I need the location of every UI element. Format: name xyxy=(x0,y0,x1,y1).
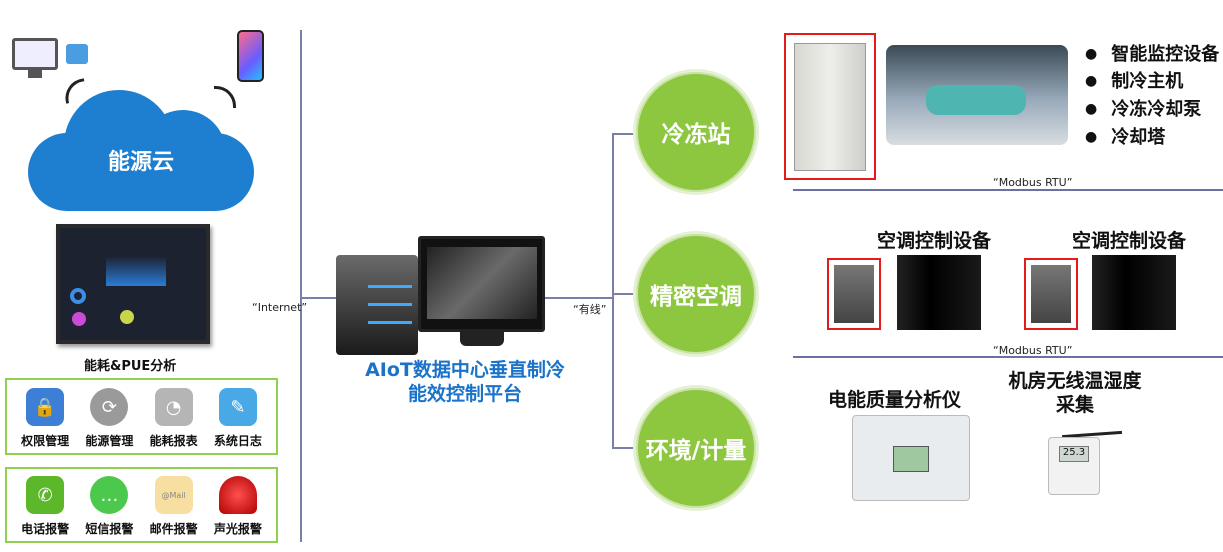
module-energy[interactable]: ⟳能源管理 xyxy=(79,388,139,449)
internet-label: “Internet” xyxy=(252,301,308,314)
alarm-siren[interactable]: 声光报警 xyxy=(208,476,268,537)
modbus-label-1: “Modbus RTU” xyxy=(993,176,1073,189)
divider-2 xyxy=(793,356,1223,358)
branch-3 xyxy=(612,447,636,449)
branch-precision-ac[interactable]: 精密空调 xyxy=(636,234,756,354)
chiller-item: 冷却塔 xyxy=(1085,123,1165,149)
energy-cloud: 能源云 xyxy=(28,88,254,212)
power-meter-title: 电能质量分析仪 xyxy=(828,389,962,411)
desktop-icon xyxy=(12,38,58,70)
branch-environment[interactable]: 环境/计量 xyxy=(636,388,756,508)
module-report[interactable]: ◔能耗报表 xyxy=(144,388,204,449)
ac-group-title: 空调控制设备 xyxy=(877,230,992,252)
gear-refresh-icon: ⟳ xyxy=(90,388,129,426)
branch-chiller-station[interactable]: 冷冻站 xyxy=(636,72,756,192)
management-modules: 🔒权限管理 ⟳能源管理 ◔能耗报表 ✎系统日志 xyxy=(5,378,278,455)
cloud-label: 能源云 xyxy=(107,150,174,175)
phone-icon: ✆ xyxy=(26,476,65,514)
ac-group-title: 空调控制设备 xyxy=(1072,230,1187,252)
internet-vertical-line xyxy=(300,30,302,542)
wired-link xyxy=(545,297,613,299)
module-log[interactable]: ✎系统日志 xyxy=(208,388,268,449)
dashboard-label: 能耗&PUE分析 xyxy=(84,359,177,374)
siren-icon xyxy=(218,476,257,514)
branch-2 xyxy=(612,293,636,295)
monitor-cabinet-highlight xyxy=(784,33,876,180)
monitor-base xyxy=(460,332,504,346)
chiller-item: 制冷主机 xyxy=(1085,67,1183,93)
chiller-item: 智能监控设备 xyxy=(1085,40,1219,66)
modbus-label-2: “Modbus RTU” xyxy=(993,344,1073,357)
ac-cabinet xyxy=(897,255,981,330)
control-cabinet xyxy=(794,43,866,171)
branch-trunk xyxy=(612,133,614,449)
server-tower xyxy=(336,255,418,355)
lock-monitor-icon: 🔒 xyxy=(26,388,65,426)
mail-icon: @Mail xyxy=(154,476,193,514)
sensor-title: 机房无线温湿度 采集 xyxy=(1008,370,1142,416)
platform-monitor xyxy=(418,236,545,332)
platform-title: AIoT数据中心垂直制冷 能效控制平台 xyxy=(365,359,565,405)
smartphone-icon xyxy=(237,30,264,82)
alarm-sms[interactable]: …短信报警 xyxy=(79,476,139,537)
ac-cabinet xyxy=(1092,255,1176,330)
module-permission[interactable]: 🔒权限管理 xyxy=(15,388,75,449)
dashboard-screen xyxy=(56,224,210,344)
chat-bubble-icon: … xyxy=(90,476,129,514)
pencil-note-icon: ✎ xyxy=(218,388,257,426)
power-meter-device xyxy=(852,415,970,501)
chiller-item: 冷冻冷却泵 xyxy=(1085,95,1201,121)
wired-label: “有线” xyxy=(573,303,607,316)
chiller-room-photo xyxy=(886,45,1068,145)
humidity-sensor: 25.3 xyxy=(1048,437,1100,495)
branch-1 xyxy=(612,133,636,135)
ac-controller-highlight xyxy=(1024,258,1078,330)
divider-1 xyxy=(793,189,1223,191)
monitor-stand xyxy=(28,70,42,78)
alarm-phone[interactable]: ✆电话报警 xyxy=(15,476,75,537)
cube-icon xyxy=(66,44,88,64)
database-chart-icon: ◔ xyxy=(154,388,193,426)
ac-controller-highlight xyxy=(827,258,881,330)
internet-link xyxy=(300,297,338,299)
